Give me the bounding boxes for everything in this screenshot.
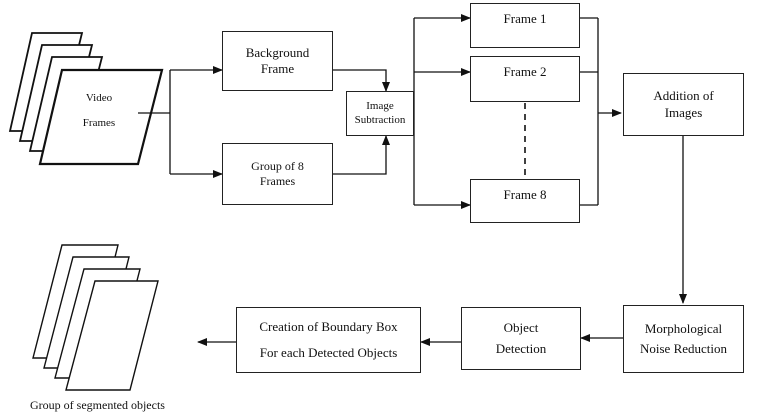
background-frame-line1: Background <box>245 44 310 60</box>
object-detection-line1: Object <box>503 320 539 336</box>
image-subtraction-line2: Subtraction <box>354 113 406 126</box>
segmented-objects-caption: Group of segmented objects <box>30 398 165 412</box>
connectors <box>138 14 687 346</box>
image-subtraction-line1: Image <box>366 99 394 112</box>
boundary-box-creation-box: Creation of Boundary Box For each Detect… <box>236 307 421 373</box>
object-detection-box: Object Detection <box>461 307 581 370</box>
background-frame-box: Background Frame <box>222 31 333 91</box>
video-frames-line2: Frames <box>82 117 116 130</box>
morphological-noise-reduction-box: Morphological Noise Reduction <box>623 305 744 373</box>
group-of-8-line1: Group of 8 <box>251 159 304 173</box>
frame-1-label: Frame 1 <box>503 11 547 26</box>
background-frame-line2: Frame <box>260 61 295 76</box>
boundary-box-line1: Creation of Boundary Box <box>259 318 398 334</box>
video-frames-stack <box>8 32 164 166</box>
video-frames-line1: Video <box>85 92 113 104</box>
frame-8-label: Frame 8 <box>503 187 547 202</box>
video-frames-label: Video Frames <box>66 92 132 130</box>
frame-1-box: Frame 1 <box>470 3 580 48</box>
object-detection-line2: Detection <box>495 340 547 356</box>
group-of-8-frames-box: Group of 8 Frames <box>222 143 333 205</box>
frame-8-box: Frame 8 <box>470 179 580 223</box>
frame-2-box: Frame 2 <box>470 56 580 102</box>
boundary-box-line2: For each Detected Objects <box>259 345 398 360</box>
segmented-objects-stack <box>32 244 159 391</box>
frame-2-label: Frame 2 <box>503 64 547 79</box>
group-of-8-line2: Frames <box>259 174 296 188</box>
addition-line2: Images <box>664 104 703 120</box>
image-subtraction-box: Image Subtraction <box>346 91 414 136</box>
addition-of-images-box: Addition of Images <box>623 73 744 136</box>
morphological-line1: Morphological <box>644 320 723 336</box>
addition-line1: Addition of <box>653 88 714 104</box>
morphological-line2: Noise Reduction <box>639 341 727 356</box>
